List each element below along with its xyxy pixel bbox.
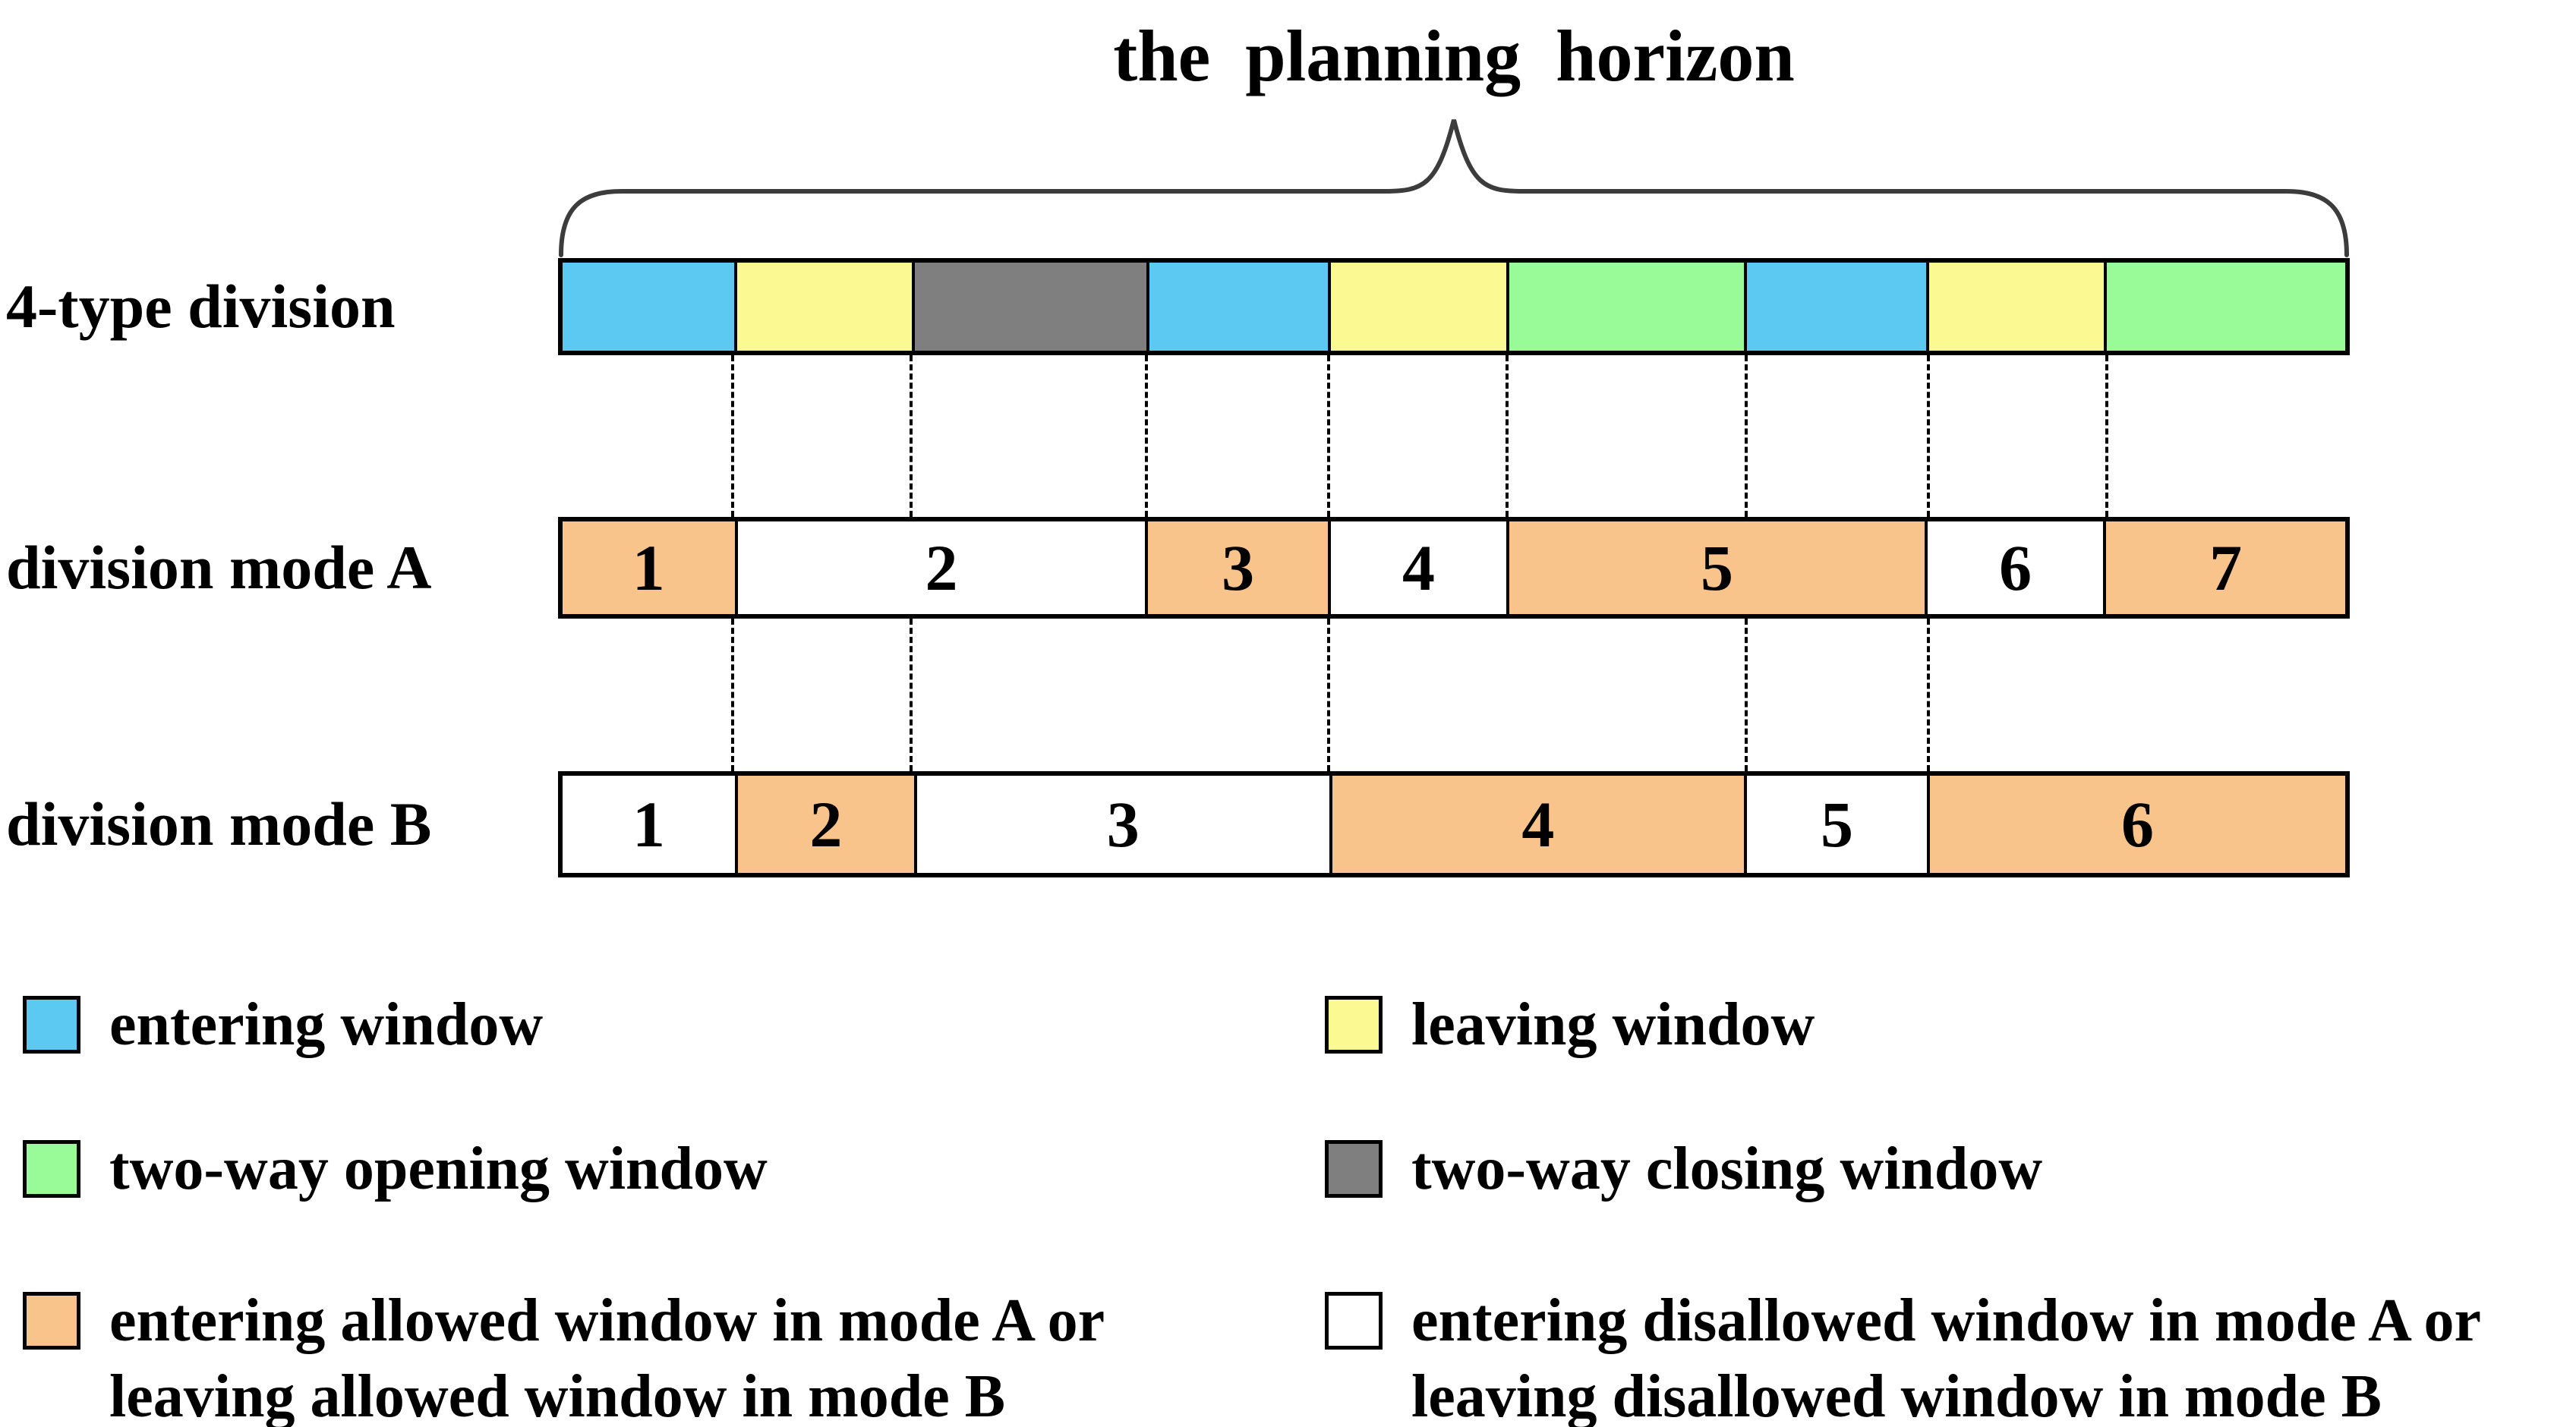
curly-brace-icon — [559, 119, 2349, 257]
legend-swatch-two_way_opening — [23, 1140, 80, 1198]
segment-number: 6 — [1999, 531, 2032, 604]
band-label-mode-b: division mode B — [6, 789, 432, 858]
dashed-connector — [731, 619, 735, 771]
dashed-connector — [910, 619, 913, 771]
legend-item-leaving: leaving window — [1325, 987, 2561, 1131]
dashed-connector — [731, 355, 735, 517]
segment-number: 1 — [632, 531, 665, 604]
segment-mode_b-4: 4 — [1329, 776, 1745, 873]
segment-mode_b-6: 6 — [1926, 776, 2345, 873]
segment-number: 6 — [2120, 788, 2154, 861]
dashed-connector — [1745, 619, 1748, 771]
segment-mode_b-3: 3 — [913, 776, 1329, 873]
diagram-title: the planning horizon — [1113, 15, 1795, 96]
dashed-connector — [1145, 355, 1149, 517]
dashed-connector — [1327, 355, 1331, 517]
dashed-connector — [1927, 619, 1931, 771]
legend-swatch-disallowed — [1325, 1292, 1383, 1350]
segment-four_type — [912, 263, 1146, 351]
dashed-connector — [1745, 355, 1748, 517]
segment-mode_a-5: 5 — [1506, 521, 1925, 614]
dashed-connector — [2105, 355, 2109, 517]
segment-mode_a-1: 1 — [563, 521, 735, 614]
segment-mode_b-2: 2 — [734, 776, 914, 873]
dashed-connector-zone-2 — [558, 619, 2350, 771]
dashed-connector — [1506, 355, 1509, 517]
segment-number: 5 — [1701, 531, 1734, 604]
dashed-connector-zone-1 — [558, 355, 2350, 517]
band-mode-b: 1 2 3 4 5 6 — [558, 771, 2350, 877]
segment-mode_a-3: 3 — [1145, 521, 1328, 614]
legend-swatch-leaving — [1325, 996, 1383, 1054]
dashed-connector — [1327, 619, 1331, 771]
band-label-mode-a: division mode A — [6, 533, 432, 602]
segment-number: 2 — [925, 531, 958, 604]
band-mode-a: 1 2 3 4 5 6 7 — [558, 517, 2350, 619]
segment-four_type — [733, 263, 913, 351]
legend-label: entering window — [109, 991, 544, 1058]
legend-item-entering: entering window — [23, 987, 1325, 1131]
segment-mode_a-2: 2 — [734, 521, 1146, 614]
legend-item-two_way_opening: two-way opening window — [23, 1131, 1325, 1283]
segment-mode_a-4: 4 — [1327, 521, 1507, 614]
legend-item-two_way_closing: two-way closing window — [1325, 1131, 2561, 1283]
legend-swatch-entering — [23, 996, 80, 1054]
legend: entering window leaving window two-way ope… — [23, 987, 2561, 1427]
segment-number: 4 — [1521, 788, 1555, 861]
segment-number: 5 — [1821, 788, 1854, 861]
segment-number: 1 — [632, 788, 665, 861]
segment-mode_a-6: 6 — [1924, 521, 2104, 614]
segment-number: 7 — [2209, 531, 2243, 604]
dashed-connector — [1927, 355, 1931, 517]
segment-four_type — [1925, 263, 2105, 351]
band-four-type — [558, 258, 2350, 355]
segment-four_type — [1506, 263, 1745, 351]
segment-four_type — [1146, 263, 1329, 351]
segment-number: 4 — [1402, 531, 1436, 604]
segment-number: 3 — [1222, 531, 1255, 604]
segment-mode_b-1: 1 — [563, 776, 735, 873]
legend-label: leaving window — [1411, 991, 1815, 1058]
segment-number: 3 — [1106, 788, 1140, 861]
segment-four_type — [1744, 263, 1926, 351]
legend-swatch-two_way_closing — [1325, 1140, 1383, 1198]
segment-four_type — [1328, 263, 1507, 351]
segment-four_type — [563, 263, 734, 351]
segment-number: 2 — [809, 788, 843, 861]
segment-four_type — [2104, 263, 2345, 351]
legend-swatch-allowed — [23, 1292, 80, 1350]
legend-label: two-way opening window — [109, 1136, 768, 1202]
segment-mode_b-5: 5 — [1744, 776, 1927, 873]
dashed-connector — [910, 355, 913, 517]
band-label-four-type: 4-type division — [6, 272, 396, 341]
segment-mode_a-7: 7 — [2103, 521, 2345, 614]
legend-label: two-way closing window — [1411, 1136, 2043, 1202]
